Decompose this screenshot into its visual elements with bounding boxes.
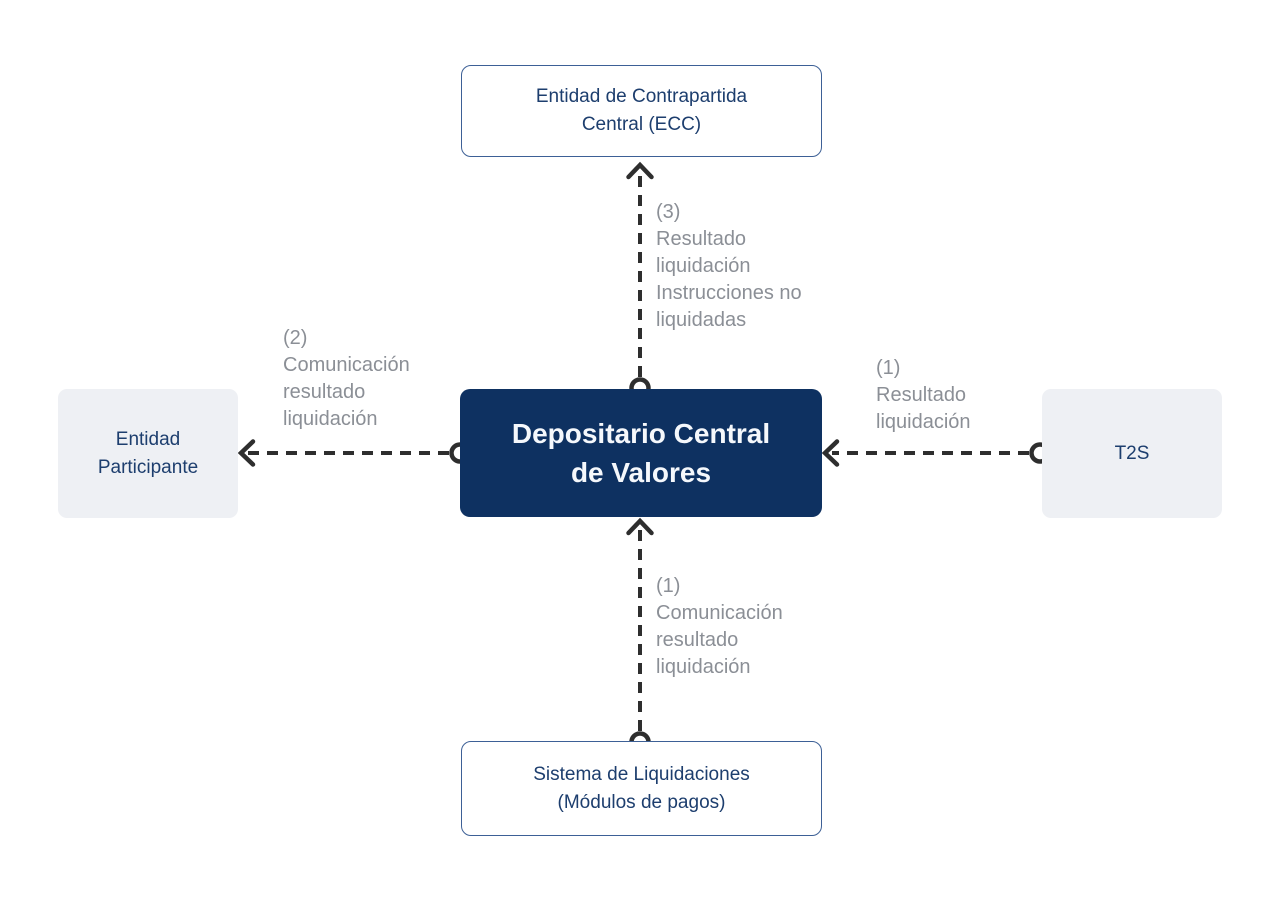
edge-label-comunicacion-resultado-liquidacion-left: (2) Comunicación resultado liquidación [283,327,410,430]
connector-bottom-to-center [626,517,654,753]
edge-label-resultado-liquidacion-right: (1) Resultado liquidación [876,357,971,433]
connector-center-to-top [626,161,654,399]
arrowhead-left-icon [237,439,256,467]
edge-label-resultado-liquidacion-instrucciones: (3) Resultado liquidación Instrucciones … [656,201,802,331]
arrowhead-up-into-center-icon [626,517,654,536]
node-entidad-contrapartida-central: Entidad de Contrapartida Central (ECC) [461,65,822,157]
node-depositario-central-de-valores: Depositario Central de Valores [460,389,822,517]
edge-label-comunicacion-resultado-liquidacion-bottom: (1) Comunicación resultado liquidación [656,575,783,678]
connector-center-to-left [237,439,471,467]
node-entidad-participante: Entidad Participante [58,389,238,518]
arrowhead-left-into-center-icon [821,439,840,467]
node-t2s: T2S [1042,389,1222,518]
arrowhead-up-icon [626,161,654,180]
connector-right-to-center [821,439,1051,467]
node-sistema-de-liquidaciones: Sistema de Liquidaciones (Módulos de pag… [461,741,822,836]
